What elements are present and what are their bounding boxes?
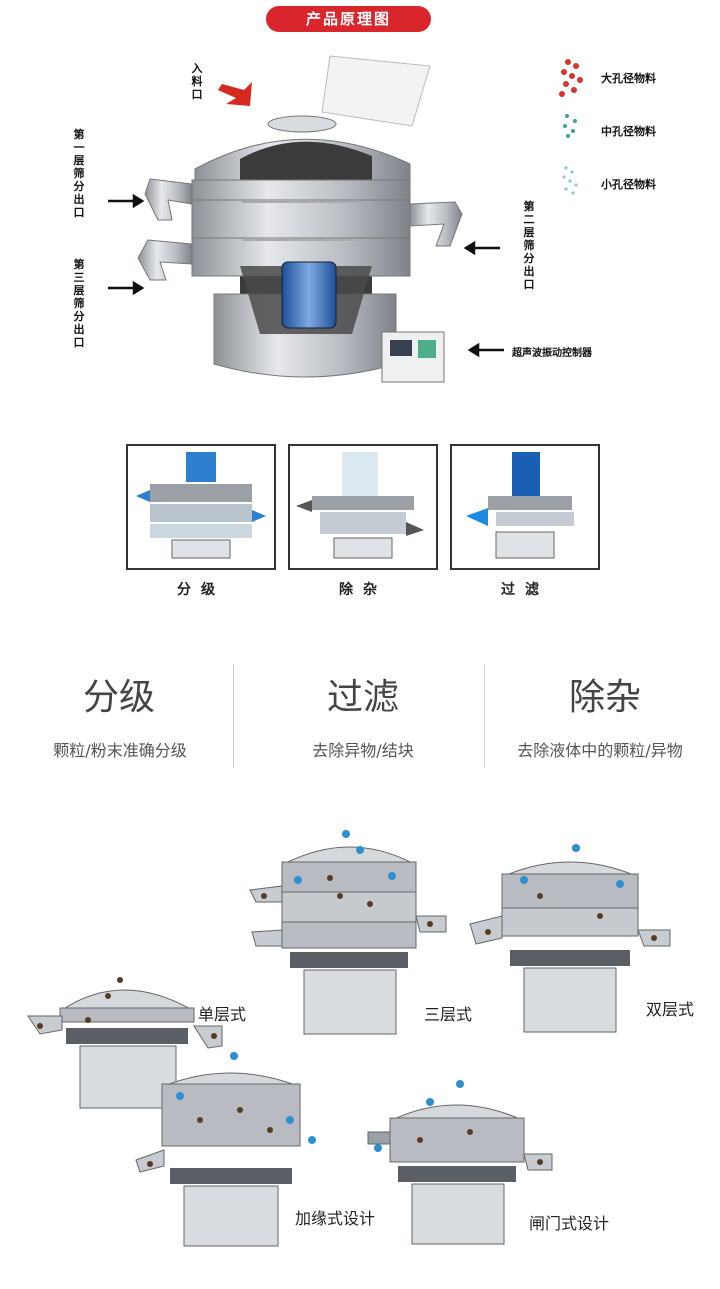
controller-label: 超声波振动控制器	[512, 348, 592, 359]
model-label-triple: 三层式	[424, 1005, 473, 1024]
mode-caption-impurity: 除杂	[339, 582, 387, 598]
double-layer-machine	[469, 861, 671, 1033]
model-label-double: 双层式	[646, 1000, 695, 1019]
legend-dots	[559, 59, 583, 195]
legend-small: 小孔径物料	[601, 178, 656, 191]
outlet-arrows	[108, 193, 504, 358]
feature-divider	[484, 664, 485, 768]
mode-caption-grading: 分级	[177, 582, 225, 598]
feature-desc-impurity: 去除液体中的颗粒/异物	[517, 741, 683, 760]
model-label-single: 单层式	[198, 1005, 247, 1024]
rim-design-machine	[135, 1072, 301, 1247]
model-label-gate: 闸门式设计	[529, 1214, 610, 1233]
feature-title-impurity: 除杂	[568, 677, 641, 718]
material-bag	[321, 55, 431, 127]
inlet-label: 入料口	[191, 62, 203, 101]
outlet-3-label: 第三层筛分出口	[73, 258, 85, 349]
particle-dots	[37, 830, 657, 1167]
feature-desc-grading: 颗粒/粉末准确分级	[53, 741, 187, 760]
mode-panel-filter	[450, 444, 600, 570]
impurity-diagram	[296, 452, 424, 559]
outlet-2-chute	[409, 201, 463, 247]
legend-large: 大孔径物料	[601, 72, 656, 85]
inlet-arrow	[218, 82, 252, 106]
feature-divider	[233, 664, 234, 768]
outlet-3-chute	[137, 239, 193, 281]
model-illustrations	[27, 830, 671, 1247]
single-layer-machine	[27, 989, 223, 1109]
mode-panel-grading	[126, 444, 276, 570]
section-title: 产品原理图	[266, 6, 431, 32]
feature-title-filter: 过滤	[326, 677, 399, 718]
model-label-rim: 加缘式设计	[295, 1209, 376, 1228]
feature-desc-filter: 去除异物/结块	[312, 741, 414, 760]
machine-cutaway-illustration	[108, 55, 583, 383]
outlet-1-label: 第一层筛分出口	[73, 128, 85, 219]
filter-diagram	[466, 452, 574, 559]
three-layer-machine	[249, 846, 447, 1035]
grading-diagram	[136, 452, 266, 559]
mode-caption-filter: 过滤	[501, 582, 549, 598]
mode-panel-impurity	[288, 444, 438, 570]
outlet-2-label: 第二层筛分出口	[523, 200, 535, 291]
legend-medium: 中孔径物料	[601, 125, 656, 138]
gate-design-machine	[367, 1104, 553, 1245]
outlet-1-chute	[144, 178, 193, 221]
feature-title-grading: 分级	[82, 677, 155, 718]
